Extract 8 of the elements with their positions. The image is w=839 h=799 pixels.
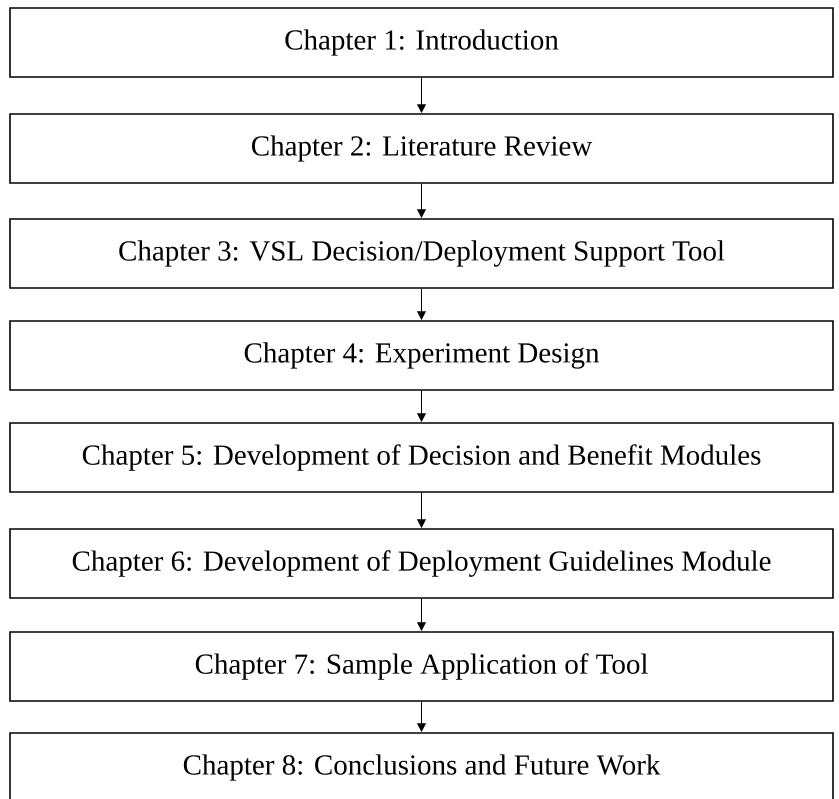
chapter-box: Chapter 5: Development of Decision and Benefit Modules [9,422,834,493]
chapter-box: Chapter 6: Development of Deployment Guidelines Module [9,528,834,599]
chapter-box: Chapter 3: VSL Decision/Deployment Support Tool [9,218,834,289]
chapter-box: Chapter 1: Introduction [9,7,834,78]
chapter-box: Chapter 2: Literature Review [9,113,834,184]
chapter-box: Chapter 4: Experiment Design [9,320,834,391]
chapter-box: Chapter 8: Conclusions and Future Work [9,732,834,799]
chapter-box: Chapter 7: Sample Application of Tool [9,631,834,702]
